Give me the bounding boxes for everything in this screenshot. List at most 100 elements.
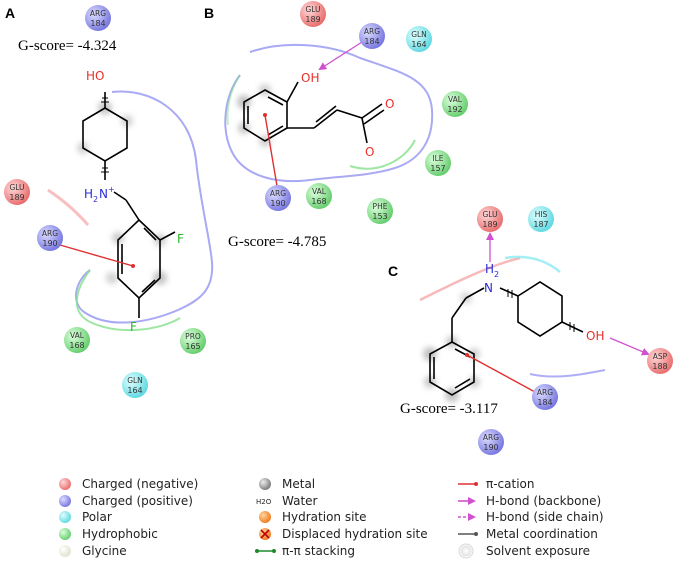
- svg-text:190: 190: [270, 199, 285, 208]
- legend: Charged (negative) Charged (positive) Po…: [59, 477, 604, 559]
- legend-label-hbond-backbone: H-bond (backbone): [486, 494, 601, 508]
- panel-c: C G-score= -3.117: [388, 206, 673, 455]
- svg-text:188: 188: [652, 362, 667, 371]
- svg-text:ASP: ASP: [653, 352, 668, 361]
- residue-b-arg184: ARG 184: [359, 23, 385, 49]
- legend-swatch-water: H2O: [256, 498, 272, 506]
- stereo-hash-c: [507, 289, 575, 332]
- legend-swatch-glycine: [59, 545, 71, 557]
- panel-b-gscore: G-score= -4.785: [228, 234, 326, 250]
- pi-cation-center-b: [263, 113, 267, 117]
- svg-text:PRO: PRO: [185, 332, 201, 341]
- hbond-line-c2: [609, 337, 650, 356]
- residue-c-arg190: ARG 190: [478, 429, 504, 455]
- legend-label-hbond-sidechain: H-bond (side chain): [486, 510, 604, 524]
- pocket-outline-positive-b: [224, 43, 434, 183]
- pocket-outline-negative: [47, 188, 90, 226]
- panel-c-gscore: G-score= -3.117: [400, 401, 498, 417]
- atom-f1-a: F: [177, 232, 184, 246]
- atom-h-a: H: [84, 187, 93, 201]
- atom-o1-b: O: [385, 97, 394, 111]
- svg-text:PHE: PHE: [373, 202, 388, 211]
- residue-a-pro165: PRO 165: [180, 328, 206, 354]
- pocket-outline-polar-c: [504, 255, 561, 273]
- ligand-a-bonds: [82, 92, 176, 318]
- legend-swatch-solvent: [458, 543, 474, 559]
- pi-cation-line-a: [59, 244, 134, 267]
- svg-text:ARG: ARG: [537, 388, 553, 397]
- svg-text:184: 184: [90, 19, 105, 28]
- legend-swatch-hydrophobic: [59, 528, 71, 540]
- svg-text:GLN: GLN: [411, 30, 427, 39]
- legend-label-pi-cation: π-cation: [486, 477, 535, 491]
- panel-a-gscore: G-score= -4.324: [18, 38, 117, 54]
- legend-col3: π-cation H-bond (backbone) H-bond (side …: [458, 477, 604, 559]
- pocket-outline-hydrophobic: [75, 269, 181, 332]
- svg-text:ARG: ARG: [42, 229, 58, 238]
- legend-label-pi-pi: π-π stacking: [282, 544, 355, 558]
- residue-c-glu189: GLU 189: [477, 206, 503, 232]
- svg-text:168: 168: [311, 197, 326, 206]
- legend-label-hydrophobic: Hydrophobic: [82, 527, 158, 541]
- legend-swatch-pi-pi: [255, 549, 276, 553]
- solvent-exposure-c: [423, 292, 480, 402]
- residue-b-val168: VAL 168: [306, 183, 332, 209]
- legend-swatch-metal-coordination: [458, 532, 478, 536]
- legend-label-water: Water: [282, 494, 318, 508]
- svg-text:192: 192: [447, 105, 462, 114]
- atom-ho-a: HO: [86, 69, 104, 83]
- legend-label-positive: Charged (positive): [82, 494, 193, 508]
- svg-text:VAL: VAL: [448, 95, 463, 104]
- svg-text:ARG: ARG: [270, 189, 286, 198]
- panel-b: B G-score= -4.785 OH O: [204, 1, 468, 250]
- panel-b-letter: B: [204, 5, 214, 21]
- svg-text:GLN: GLN: [127, 376, 143, 385]
- pocket-outline-negative-c: [419, 256, 521, 302]
- atom-nplus-a: +: [108, 185, 115, 194]
- legend-swatch-hydration-site: [259, 511, 271, 523]
- residue-a-arg184: ARG 184: [85, 5, 111, 31]
- legend-label-solvent: Solvent exposure: [486, 544, 590, 558]
- residue-a-arg190: ARG 190: [37, 225, 63, 251]
- legend-label-hydration-site: Hydration site: [282, 510, 367, 524]
- svg-text:168: 168: [69, 341, 84, 350]
- pocket-outline-hydrophobic-b: [349, 139, 416, 170]
- legend-label-metal: Metal: [282, 477, 315, 491]
- svg-text:165: 165: [185, 342, 200, 351]
- pocket-outline-positive: [75, 90, 214, 324]
- hbond-line-b: [318, 41, 363, 71]
- svg-text:ARG: ARG: [483, 433, 499, 442]
- atom-h-c: H: [485, 262, 494, 276]
- legend-label-glycine: Glycine: [82, 544, 127, 558]
- residue-c-arg184: ARG 184: [532, 384, 558, 410]
- atom-n-c: N: [484, 281, 493, 295]
- pi-cation-center-c: [465, 353, 469, 357]
- residue-a-val168: VAL 168: [64, 327, 90, 353]
- svg-text:190: 190: [483, 443, 498, 452]
- pi-cation-line-c: [466, 354, 536, 393]
- ligand-c-bonds: [429, 281, 584, 396]
- residue-b-glu189: GLU 189: [300, 1, 326, 27]
- residue-b-gln164: GLN 164: [406, 26, 432, 52]
- stereo-hash-a: [101, 97, 109, 173]
- legend-swatch-positive: [59, 495, 71, 507]
- panel-a: A G-score= -4.324: [4, 5, 214, 398]
- svg-text:ILE: ILE: [432, 154, 443, 163]
- legend-col2: Metal H2O Water Hydration site Displaced…: [255, 477, 428, 558]
- atom-oh-c: OH: [586, 329, 604, 343]
- residue-b-arg190: ARG 190: [265, 185, 291, 211]
- residue-c-his187: HIS 187: [528, 206, 554, 232]
- svg-text:GLU: GLU: [305, 5, 320, 14]
- svg-text:VAL: VAL: [312, 187, 327, 196]
- atom-o2-b: O: [365, 145, 374, 159]
- atom-n-a: N: [99, 187, 108, 201]
- legend-label-displaced-hydration: Displaced hydration site: [282, 527, 428, 541]
- residue-b-ile157: ILE 157: [425, 150, 451, 176]
- legend-swatch-displaced-hydration: [259, 528, 271, 540]
- residue-c-asp188: ASP 188: [647, 348, 673, 374]
- residue-b-phe153: PHE 153: [367, 198, 393, 224]
- svg-text:187: 187: [533, 220, 548, 229]
- svg-text:GLU: GLU: [482, 210, 497, 219]
- svg-text:VAL: VAL: [70, 331, 85, 340]
- svg-text:GLU: GLU: [9, 183, 24, 192]
